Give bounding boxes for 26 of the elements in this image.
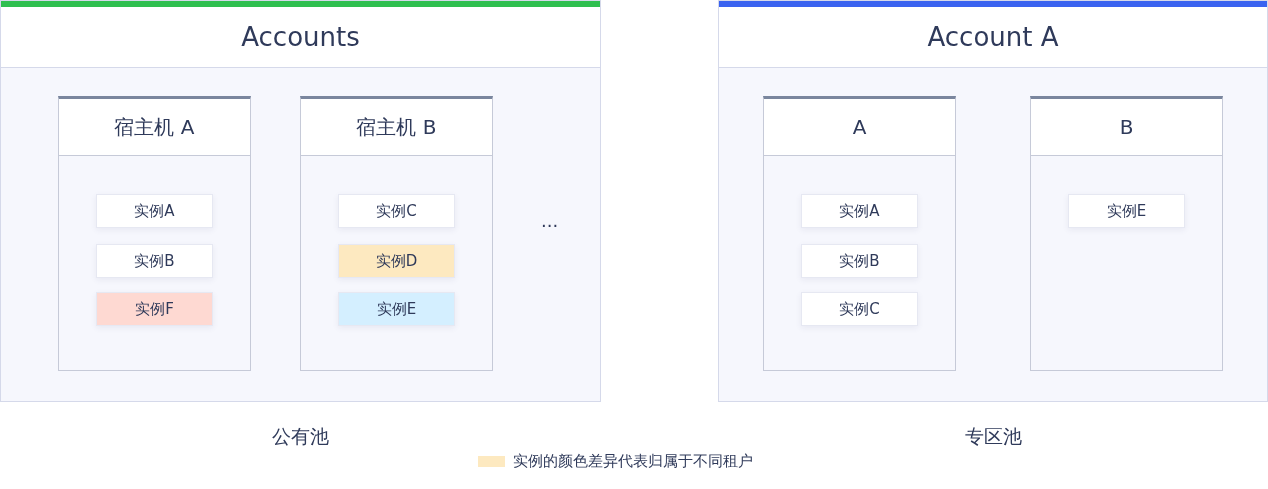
ellipsis: ... [541,210,559,231]
pool-caption: 专区池 [964,424,1022,449]
instance-box: 实例C [338,194,455,228]
instance-box: 实例A [801,194,918,228]
instance-box: 实例B [801,244,918,278]
instance-box: 实例F [96,292,213,326]
instance-box: 实例E [1068,194,1185,228]
host-title: 宿主机 A [59,99,250,156]
instance-box: 实例D [338,244,455,278]
legend-text: 实例的颜色差异代表归属于不同租户 [513,452,753,471]
host-title: B [1031,99,1222,156]
panel-title: Account A [719,1,1267,68]
host-card [1030,96,1223,371]
instance-box: 实例E [338,292,455,326]
host-card [300,96,493,371]
instance-box: 实例B [96,244,213,278]
panel-title: Accounts [1,1,600,68]
pool-caption: 公有池 [271,424,329,449]
account-panel [0,0,601,402]
host-card [58,96,251,371]
account-panel [718,0,1268,402]
host-card [763,96,956,371]
instance-box: 实例A [96,194,213,228]
host-title: A [764,99,955,156]
instance-box: 实例C [801,292,918,326]
host-title: 宿主机 B [301,99,492,156]
